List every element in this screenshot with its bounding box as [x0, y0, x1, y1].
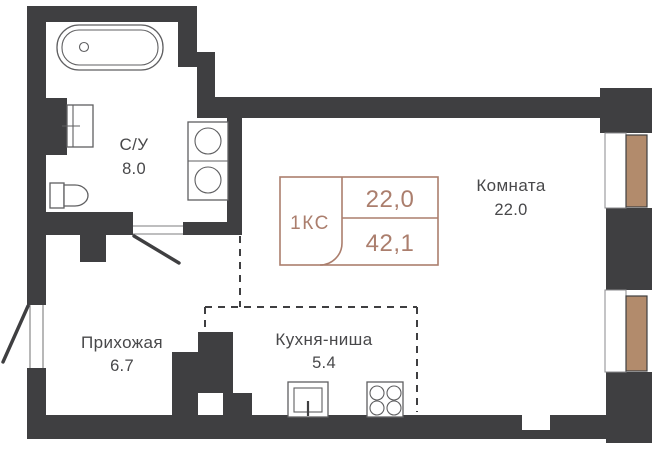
window-lower-recess — [604, 289, 627, 373]
total-area-value: 42,1 — [366, 230, 415, 257]
bathtub-drain — [78, 41, 90, 53]
wall-top-bathroom — [27, 6, 197, 22]
wall-bathroom-bottom-left — [46, 212, 133, 235]
bathroom-fixtures — [49, 24, 229, 209]
bathroom-door-leaf — [132, 234, 181, 265]
window-upper-recess — [604, 132, 627, 209]
doors — [1, 211, 183, 368]
room-area-room: 22.0 — [494, 201, 527, 219]
kitchen-fixtures — [287, 381, 404, 418]
stove-burner-3 — [369, 400, 385, 416]
room-label-room: Комната — [476, 176, 546, 195]
window-lower-icon — [625, 295, 648, 372]
stove-burner-4 — [386, 400, 402, 416]
room-labels: С/У 8.0 Комната 22.0 Прихожая 6.7 Кухня-… — [81, 135, 546, 375]
stove-burner-2 — [386, 385, 402, 401]
apartment-type: 1КС — [290, 213, 330, 234]
info-box-outline — [279, 176, 439, 266]
room-area-bathroom: 8.0 — [122, 160, 146, 178]
plan-info-box: 1КС 22,0 42,1 — [279, 176, 439, 266]
bathtub-inner — [61, 29, 159, 66]
wall-left-upper — [27, 6, 46, 305]
wall-hallway-corner-step — [80, 235, 106, 262]
wall-sink-pilaster — [46, 98, 67, 155]
wall-corner-top-right — [600, 88, 652, 133]
windows — [604, 132, 648, 373]
wall-bathroom-right-upper — [178, 22, 197, 67]
entrance-door-leaf — [1, 304, 30, 364]
room-area-hallway: 6.7 — [110, 357, 134, 375]
wall-room-top — [197, 97, 612, 118]
room-label-hallway: Прихожая — [81, 333, 163, 352]
bathroom-door-opening — [133, 211, 183, 236]
wall-window-pier — [606, 208, 652, 290]
living-area-value: 22,0 — [366, 186, 415, 213]
bathtub-icon — [56, 24, 164, 71]
wall-corner-bottom-right — [606, 372, 652, 443]
window-upper-icon — [625, 134, 648, 208]
wall-pillar-a — [172, 352, 198, 418]
stove-burner-1 — [369, 385, 385, 401]
room-area-kitchen: 5.4 — [312, 354, 336, 372]
kitchen-boundary-dashed — [204, 236, 418, 412]
wall-bottom-notch — [522, 415, 550, 430]
room-label-bathroom: С/У — [120, 135, 149, 154]
toilet-bowl-icon — [63, 184, 89, 207]
wall-pillar-b — [198, 332, 233, 393]
room-label-kitchen: Кухня-ниша — [275, 330, 372, 349]
washer-drum-top — [194, 127, 222, 155]
info-box-fold — [319, 177, 343, 266]
wall-pillar-c — [223, 393, 252, 418]
washer-drum-bottom — [194, 166, 222, 194]
toilet-tank — [49, 182, 65, 209]
wall-washer-side — [227, 115, 242, 235]
walls — [27, 6, 652, 443]
wall-bottom-band — [27, 415, 606, 439]
